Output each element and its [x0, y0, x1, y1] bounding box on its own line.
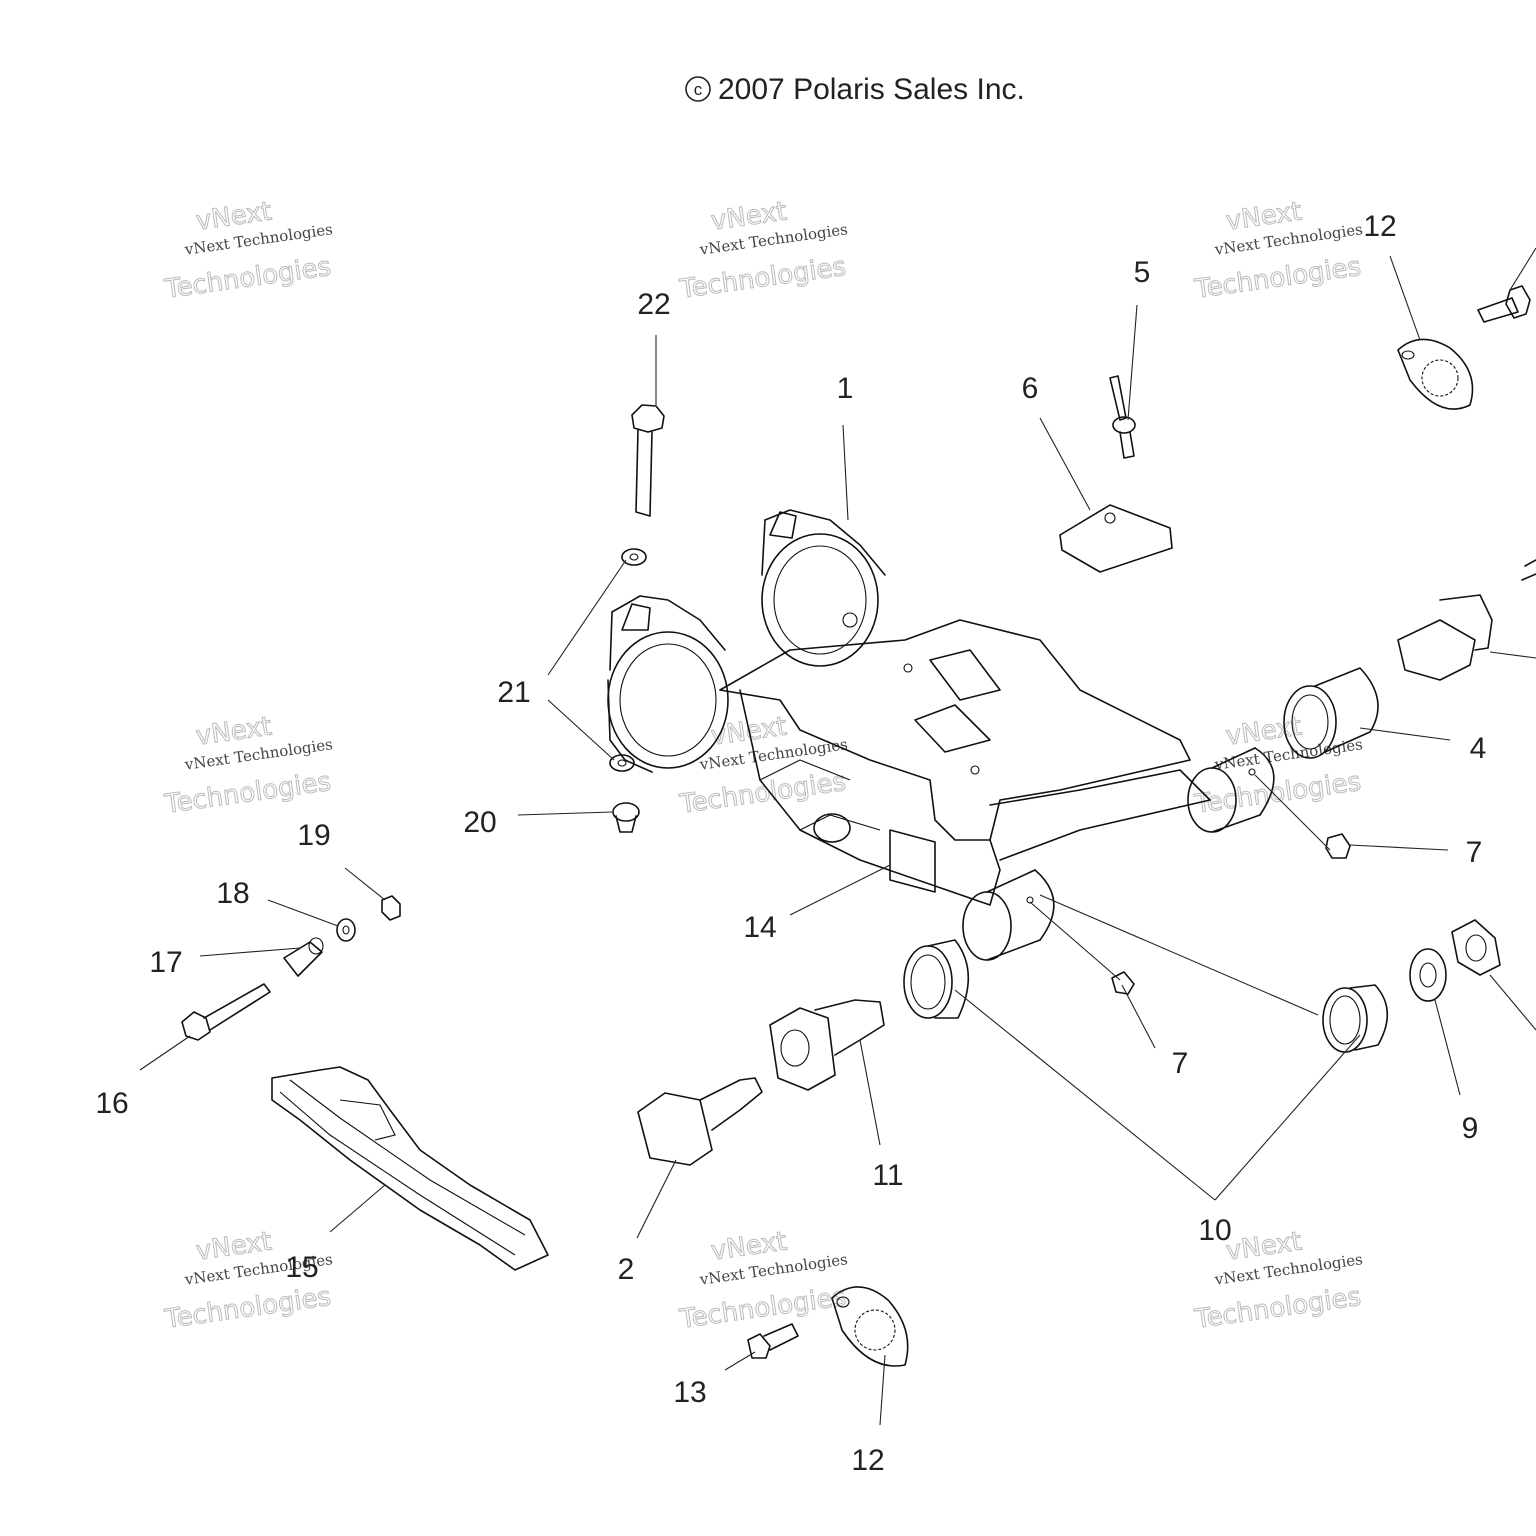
part-7-fitting-right: [1325, 833, 1351, 859]
part-2-bolt: [637, 1077, 763, 1166]
part-22-bolt: [631, 404, 665, 517]
part-19-nut: [381, 895, 401, 921]
part-9-washer: [1409, 948, 1447, 1002]
copyright-text: 2007 Polaris Sales Inc.: [718, 73, 1025, 106]
callout-13: 13: [673, 1376, 706, 1409]
watermark-mid-center: vNext vNext Technologies Technologies: [677, 711, 849, 820]
callout-2: 2: [618, 1253, 635, 1286]
part-7-fitting-center: [1111, 971, 1135, 995]
part-17-spacer: [283, 937, 324, 977]
callout-16: 16: [95, 1087, 128, 1120]
part-14-decal: [889, 829, 936, 893]
callout-19: 19: [297, 819, 330, 852]
callout-7-center: 7: [1172, 1047, 1189, 1080]
watermark-top-right: vNext vNext Technologies Technologies: [1192, 196, 1364, 305]
callout-14: 14: [743, 911, 776, 944]
part-13-bolt-top: [1477, 285, 1531, 323]
part-20-grommet: [612, 802, 640, 833]
watermark-ghost: Technologies: [677, 252, 848, 305]
part-13-bolt-bottom: [747, 1323, 799, 1359]
part-shaft-right: [1397, 559, 1536, 681]
callout-22: 22: [637, 288, 670, 321]
part-nut-right: [1451, 919, 1501, 976]
copyright-symbol: c: [694, 80, 703, 99]
callout-21: 21: [497, 676, 530, 709]
part-18-washer: [336, 918, 356, 942]
watermark-ghost: Technologies: [677, 1282, 848, 1335]
callout-9: 9: [1462, 1112, 1479, 1145]
callout-4: 4: [1470, 732, 1487, 765]
watermark-ghost: Technologies: [162, 252, 333, 305]
watermark-ghost: Technologies: [1192, 252, 1363, 305]
callout-labels: 1 22 5 6 12 21 20 4 7 19 18 17 14 7 16 9…: [95, 210, 1486, 1477]
watermark-mid-right: vNext vNext Technologies Technologies: [1192, 711, 1364, 820]
callout-15: 15: [285, 1251, 318, 1284]
part-10-bushing-left: [903, 939, 970, 1019]
callout-5: 5: [1134, 256, 1151, 289]
callout-20: 20: [463, 806, 496, 839]
callout-18: 18: [216, 877, 249, 910]
callout-10: 10: [1198, 1214, 1231, 1247]
callout-12-top: 12: [1363, 210, 1396, 243]
part-15-slide-rail: [271, 1066, 549, 1271]
part-16-bolt: [181, 983, 271, 1041]
callout-17: 17: [149, 946, 182, 979]
part-12-lockplate-top: [1397, 338, 1474, 410]
watermark-mid-left: vNext vNext Technologies Technologies: [162, 711, 334, 820]
watermark-top-left: vNext vNext Technologies Technologies: [162, 196, 334, 305]
part-4-bushing: [1283, 667, 1379, 759]
watermark-ghost: Technologies: [162, 1282, 333, 1335]
watermark-ghost: Technologies: [1192, 1282, 1363, 1335]
part-1-swingarm: [607, 509, 1275, 961]
part-5-rivet: [1109, 375, 1136, 459]
leader-lines: [139, 247, 1536, 1426]
watermark-ghost: Technologies: [162, 767, 333, 820]
watermark-ghost: Technologies: [677, 767, 848, 820]
part-11-shaft: [769, 999, 885, 1091]
watermark-bottom-center: vNext vNext Technologies Technologies: [677, 1226, 849, 1335]
callout-6: 6: [1022, 372, 1039, 405]
callout-12-bottom: 12: [851, 1444, 884, 1477]
callout-7-right: 7: [1466, 836, 1483, 869]
part-6-plate: [1059, 504, 1173, 573]
part-21-washers: [609, 548, 647, 772]
copyright-header: c 2007 Polaris Sales Inc.: [685, 73, 1025, 106]
callout-11: 11: [872, 1159, 903, 1192]
watermark-top-center: vNext vNext Technologies Technologies: [677, 196, 849, 305]
callout-1: 1: [837, 372, 854, 405]
part-10-bushing-right: [1322, 984, 1389, 1053]
watermark-ghost: Technologies: [1192, 767, 1363, 820]
part-12-lockplate-bottom: [831, 1286, 909, 1367]
copyright-icon: [685, 76, 711, 102]
